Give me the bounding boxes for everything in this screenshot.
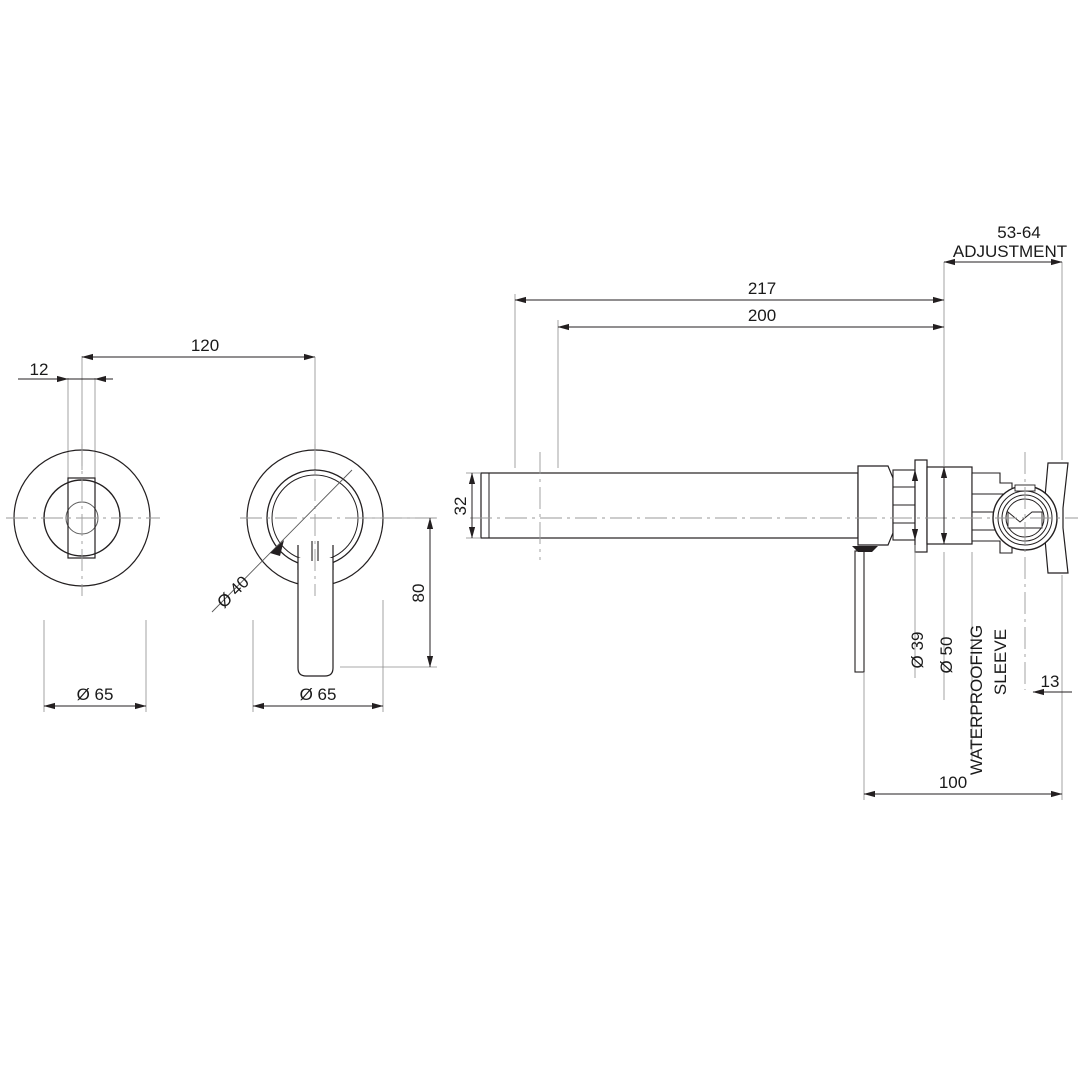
lever-handle-arm	[297, 559, 334, 677]
wall-flange-plate	[914, 459, 928, 553]
centre-elevation-view: Ø 40 Ø 65 80	[211, 357, 437, 712]
dim-spout-projection: 200	[557, 306, 945, 331]
leader-arrowhead	[270, 540, 284, 556]
spout-shoulder	[857, 465, 894, 546]
lever-joint-edges	[297, 545, 334, 570]
left-centrelines	[6, 444, 160, 596]
waterproofing-sleeve-body	[926, 466, 973, 545]
cartridge-stem-detail	[1007, 511, 1043, 529]
centre-centrelines	[240, 444, 436, 596]
callout-line-1: WATERPROOFING	[967, 625, 986, 775]
dim-lever-drop: 80	[409, 517, 434, 668]
dim-label: 217	[748, 279, 776, 298]
spout-barrel	[480, 472, 859, 539]
dim-label: Ø 65	[300, 685, 337, 704]
dim-body-depth: 100	[863, 773, 1063, 798]
dim-label: Ø 50	[937, 637, 956, 674]
callout-line-2: SLEEVE	[991, 629, 1010, 695]
dim-valve-tail: 13	[1032, 672, 1072, 696]
dim-label: 100	[939, 773, 967, 792]
dim-spindle-width: 12	[18, 360, 113, 383]
side-centrelines	[470, 452, 1078, 690]
left-elevation-view: Ø 65	[6, 356, 160, 712]
dim-sleeve-diameter: Ø 50	[937, 466, 956, 674]
dim-centre-plate-diameter: Ø 65	[252, 685, 384, 710]
leader-line	[211, 469, 353, 613]
ribbed-shank	[892, 469, 916, 541]
dim-label: 13	[1041, 672, 1060, 691]
dim-adjustment-range: 53-64 ADJUSTMENT	[943, 223, 1067, 266]
dim-body-diameter: Ø 39	[908, 469, 927, 669]
popup-rod-collar	[852, 546, 878, 552]
popup-rod	[854, 550, 865, 673]
dim-label: Ø 39	[908, 632, 927, 669]
dim-spout-diameter: 32	[451, 472, 476, 539]
dim-label: Ø 65	[77, 685, 114, 704]
hub-index-marks	[311, 541, 319, 561]
lever-joint-mask	[298, 558, 333, 570]
side-section-view	[470, 452, 1078, 690]
dim-label: 120	[191, 336, 219, 355]
dim-label: 80	[409, 584, 428, 603]
dim-label: 12	[30, 360, 49, 379]
dim-label: 32	[451, 497, 470, 516]
callout-waterproofing-sleeve: WATERPROOFING SLEEVE	[967, 625, 1010, 775]
dim-overall-projection: 217	[514, 279, 945, 304]
dim-left-plate-diameter: Ø 65	[43, 685, 147, 710]
dim-label-adjustment: ADJUSTMENT	[953, 242, 1067, 261]
dim-label: Ø 40	[213, 572, 252, 611]
dim-centre-spacing: 120	[81, 336, 316, 361]
dim-label: 53-64	[997, 223, 1040, 242]
dim-label: 200	[748, 306, 776, 325]
side-extension-lines	[466, 262, 1063, 800]
